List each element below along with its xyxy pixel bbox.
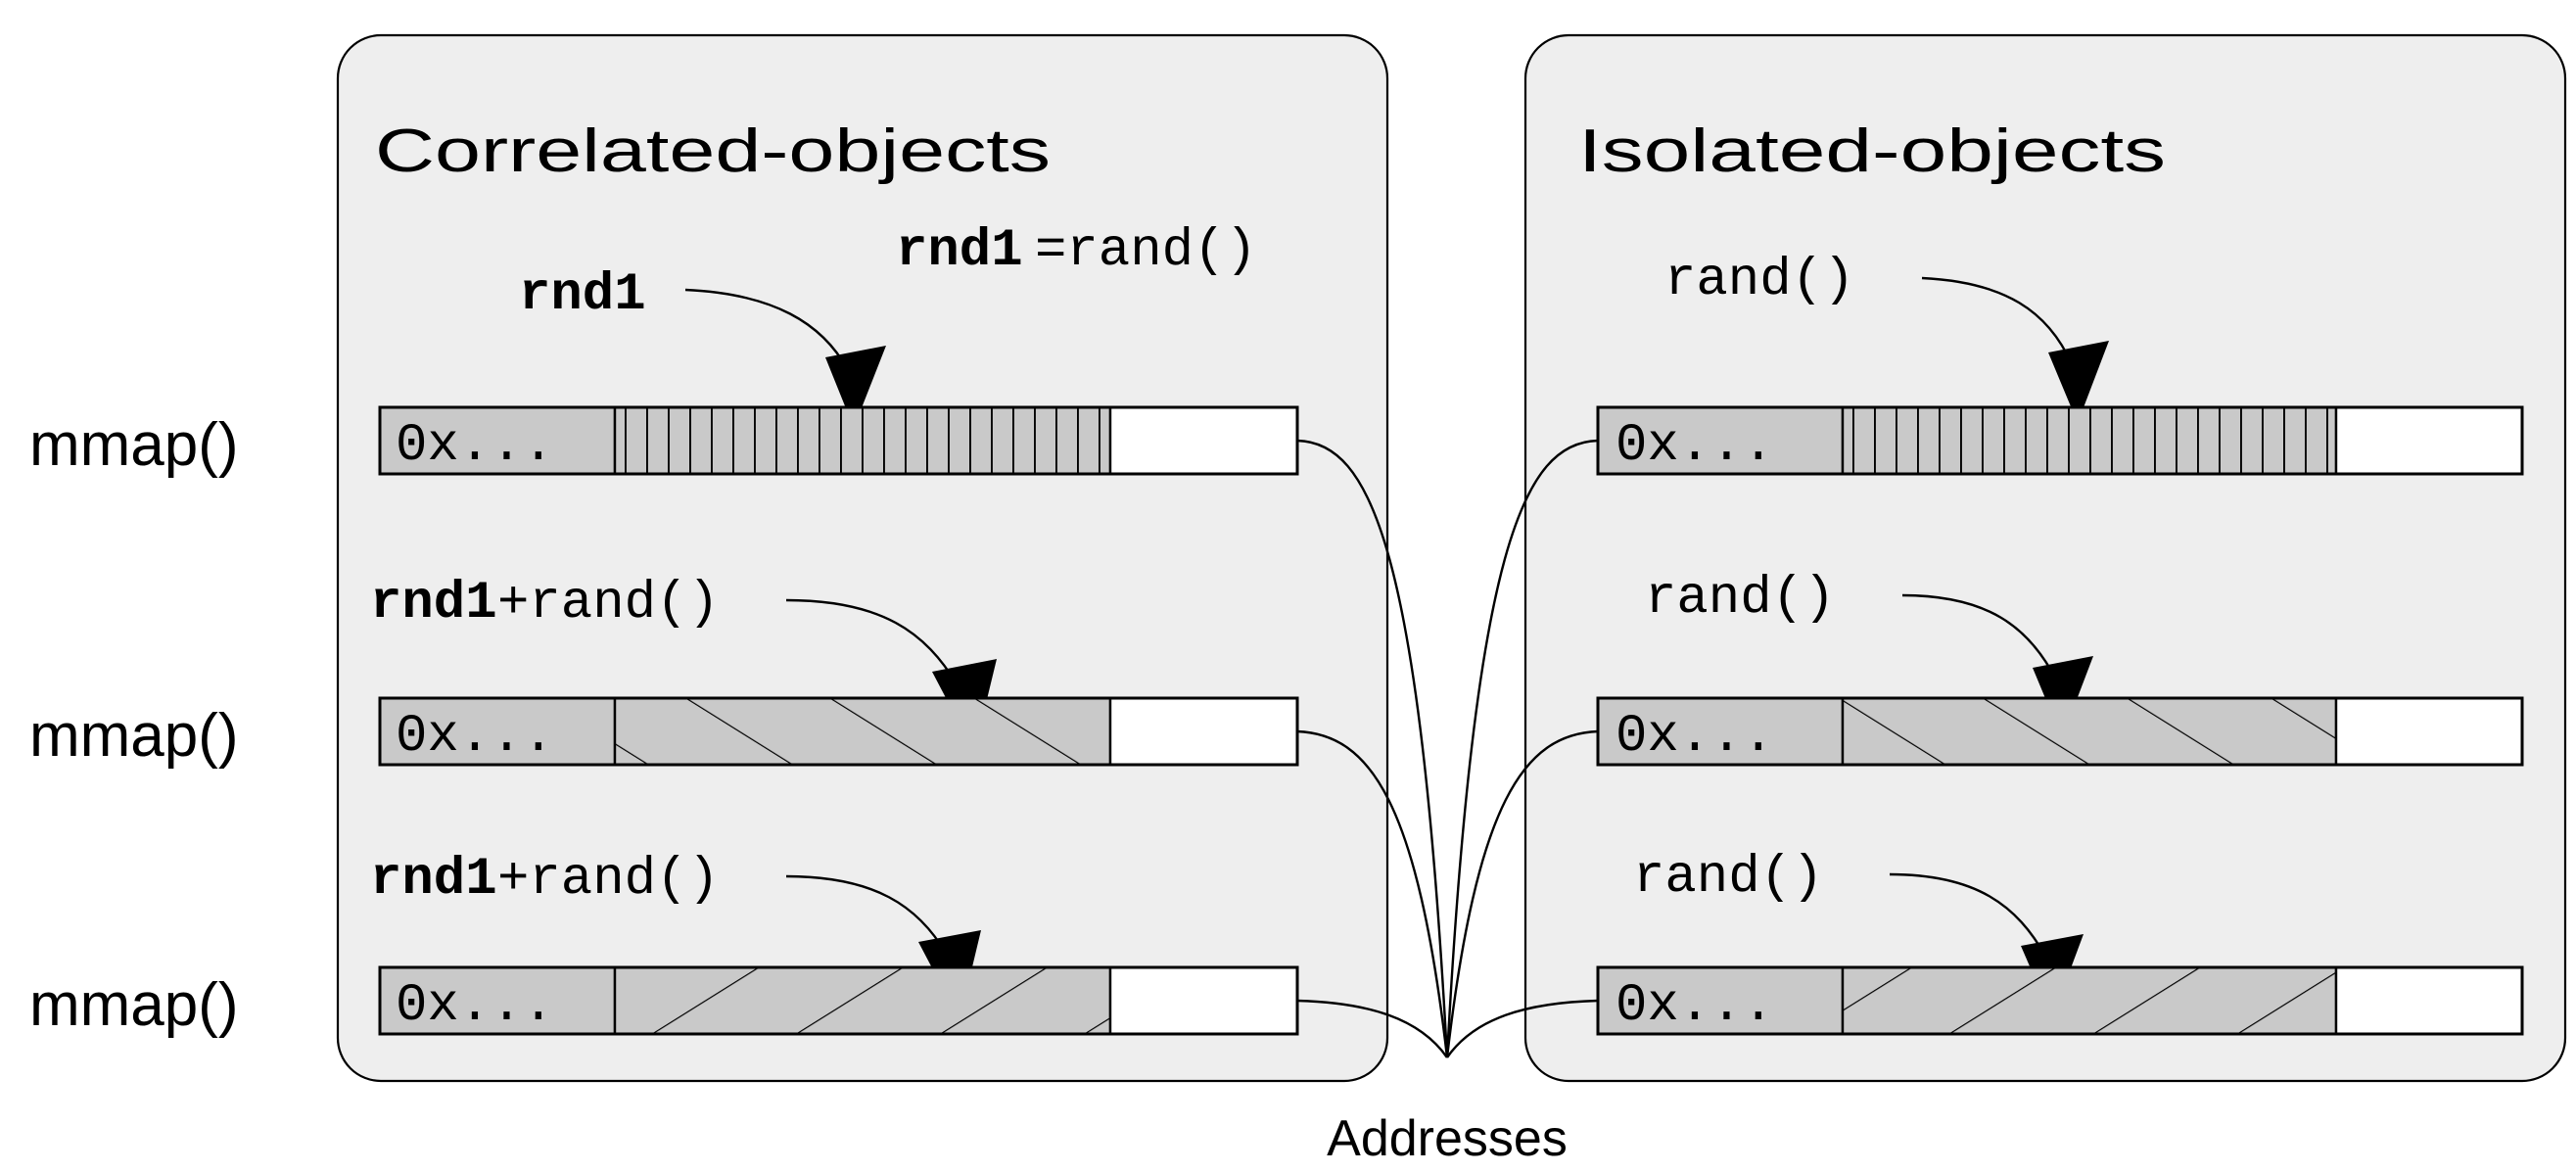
iso-bar-3-address-region xyxy=(1596,965,1845,1036)
panel-isolated-background xyxy=(1523,33,2567,1083)
iso-bar-3-hatch-region xyxy=(1841,965,2338,1036)
addresses-label: Addresses xyxy=(1327,1110,1568,1167)
mmap-label-3: mmap() xyxy=(29,971,239,1039)
iso-callout-3-text: rand() xyxy=(1633,848,1823,908)
iso-bar-2-hatch-region xyxy=(1841,696,2338,767)
iso-bar-3-free-region xyxy=(2334,965,2524,1036)
address-curve-left-3 xyxy=(1296,999,1448,1058)
iso-bar-1-hatch-region xyxy=(1841,405,2338,476)
address-curve-left-1 xyxy=(1296,439,1449,1058)
iso-bar-3-address-text: 0x... xyxy=(1616,976,1774,1036)
callout-1-leader-line xyxy=(684,288,850,371)
callout-1-bold: rnd1 xyxy=(519,265,646,325)
row-correlated-3: rnd1 +rand() 0x... xyxy=(370,850,1299,1036)
iso-callout-1-text: rand() xyxy=(1664,251,1854,310)
address-curve-right-1 xyxy=(1445,439,1599,1058)
panel-correlated-objects: Correlated-objects rnd1 =rand() rnd1 0x.… xyxy=(336,33,1389,1083)
panel-isolated-objects: Isolated-objects rand() 0x... rand() 0x.… xyxy=(1523,33,2567,1083)
bar-3-address-text: 0x... xyxy=(396,976,554,1036)
header-note-rest: =rand() xyxy=(1035,221,1257,281)
iso-callout-3-leader-line xyxy=(1889,872,2048,959)
bar-2-free-region xyxy=(1108,696,1299,767)
address-convergence-curves xyxy=(1296,439,1599,1058)
address-curve-left-2 xyxy=(1296,729,1449,1058)
iso-callout-2-leader-line xyxy=(1901,593,2058,680)
bar-3-free-region xyxy=(1108,965,1299,1036)
mmap-row-labels: mmap() mmap() mmap() xyxy=(29,411,239,1039)
callout-1-arrowhead xyxy=(825,346,886,428)
iso-callout-1-arrowhead xyxy=(2048,341,2109,423)
panel-correlated-background xyxy=(336,33,1389,1083)
callout-2-rest: +rand() xyxy=(497,574,720,633)
iso-bar-1-free-region xyxy=(2334,405,2524,476)
bar-2-hatch-region xyxy=(613,696,1112,767)
bar-1-address-text: 0x... xyxy=(396,416,554,476)
bar-1-address-region xyxy=(378,405,617,476)
bar-1-free-region xyxy=(1108,405,1299,476)
iso-callout-2-text: rand() xyxy=(1645,569,1835,629)
bar-2-address-text: 0x... xyxy=(396,707,554,767)
bar-1-hatch-region xyxy=(613,405,1112,476)
callout-3-bold: rnd1 xyxy=(370,850,497,910)
row-isolated-1: rand() 0x... xyxy=(1596,251,2524,476)
bar-3-hatch-region xyxy=(613,965,1112,1036)
header-note-rnd1-assign: rnd1 =rand() xyxy=(896,221,1257,281)
address-curve-right-2 xyxy=(1445,729,1599,1058)
panel-isolated-title: Isolated-objects xyxy=(1578,117,2166,185)
panel-correlated-title: Correlated-objects xyxy=(375,117,1051,185)
iso-bar-1-address-text: 0x... xyxy=(1616,416,1774,476)
iso-callout-1-leader-line xyxy=(1921,276,2074,365)
header-note-bold: rnd1 xyxy=(896,221,1023,281)
mmap-label-1: mmap() xyxy=(29,411,239,479)
iso-bar-2-free-region xyxy=(2334,696,2524,767)
callout-2-bold: rnd1 xyxy=(370,574,497,633)
mmap-label-2: mmap() xyxy=(29,702,239,770)
row-isolated-3: rand() 0x... xyxy=(1596,848,2524,1036)
callout-3-rest: +rand() xyxy=(497,850,720,910)
callout-2-leader-line xyxy=(785,598,960,686)
row-isolated-2: rand() 0x... xyxy=(1596,569,2524,767)
row-correlated-1: rnd1 0x... xyxy=(378,265,1299,476)
row-correlated-2: rnd1 +rand() 0x... xyxy=(370,574,1299,767)
callout-3-leader-line xyxy=(785,874,949,956)
iso-bar-2-address-text: 0x... xyxy=(1616,707,1774,767)
address-curve-right-3 xyxy=(1446,999,1599,1058)
iso-bar-1-address-region xyxy=(1596,405,1845,476)
